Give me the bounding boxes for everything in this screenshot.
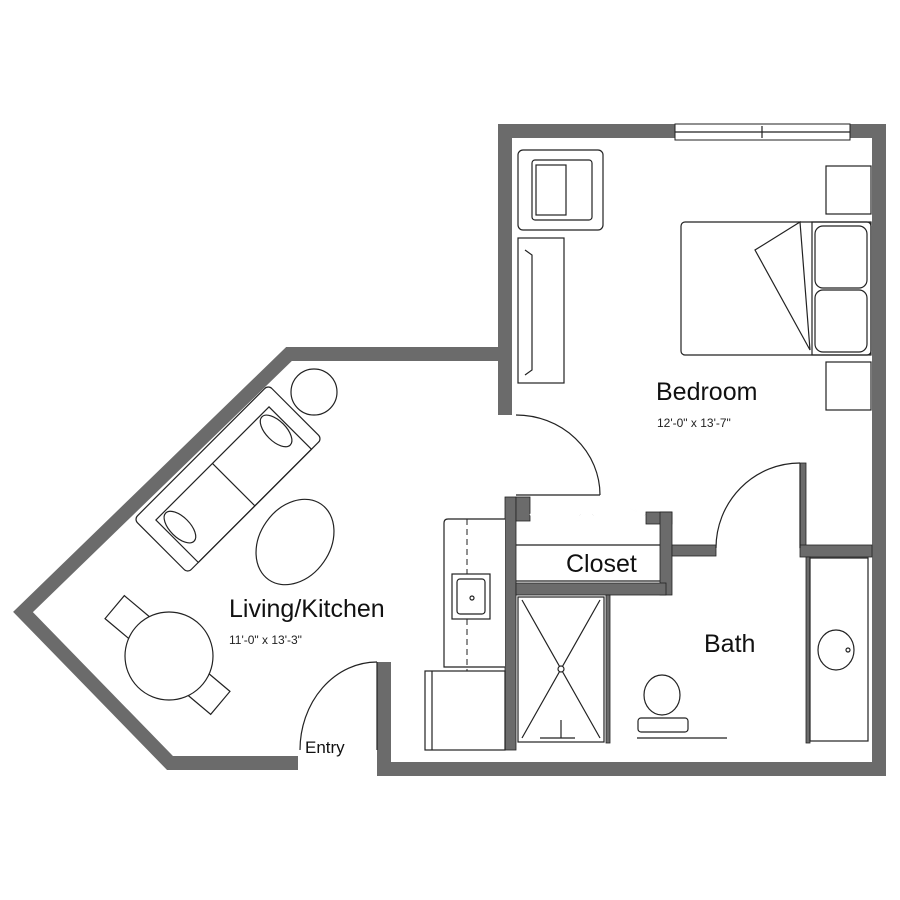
room-dimensions-bedroom: 12'-0" x 13'-7" — [657, 416, 731, 430]
closet-bifold-doors[interactable] — [529, 500, 646, 516]
room-label-closet: Closet — [566, 550, 637, 578]
sofa — [135, 386, 321, 572]
vanity-sink — [809, 557, 869, 742]
entry-label: Entry — [305, 738, 345, 757]
room-dimensions-living: 11'-0" x 13'-3" — [229, 633, 302, 647]
toilet — [637, 674, 689, 733]
bedroom-window — [674, 123, 851, 141]
armchair — [517, 149, 604, 231]
bed — [680, 220, 872, 356]
refrigerator — [424, 670, 506, 751]
shower — [517, 596, 605, 743]
bedroom-door[interactable] — [515, 414, 601, 496]
room-label-living: Living/Kitchen — [229, 595, 385, 623]
nightstand — [825, 165, 872, 215]
nightstand — [825, 361, 872, 411]
kitchen-counter — [424, 518, 506, 751]
bath-door[interactable] — [715, 462, 801, 549]
exterior-walls — [13, 124, 886, 776]
dining-set — [104, 594, 231, 716]
side-table — [290, 368, 338, 416]
entry-door[interactable] — [299, 661, 378, 751]
room-label-bedroom: Bedroom — [656, 378, 757, 406]
dresser — [517, 237, 565, 384]
room-label-bath: Bath — [704, 630, 755, 658]
coffee-table — [255, 498, 335, 586]
